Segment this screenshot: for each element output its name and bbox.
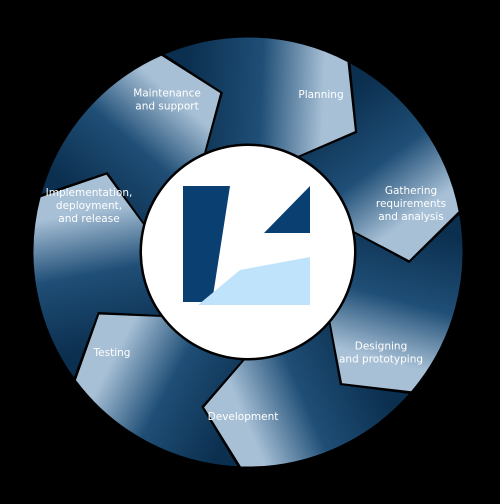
segment-label-line: and support <box>135 101 198 113</box>
segment-label-line: and prototyping <box>339 354 423 366</box>
logo-mark <box>183 186 310 305</box>
segment-maintenance <box>162 36 356 157</box>
segments-layer <box>32 36 464 468</box>
segment-implementation <box>40 54 222 225</box>
segment-label-line: Implementation, <box>46 187 133 199</box>
segment-planning <box>298 61 460 262</box>
segment-label-planning: Planning <box>298 89 343 101</box>
logo-left-shape <box>183 186 230 302</box>
segment-label-line: Maintenance <box>133 88 201 100</box>
segment-label-implementation: Implementation,deployment,and release <box>46 187 133 225</box>
segment-label-line: Planning <box>298 89 343 101</box>
logo-top-right-shape <box>264 186 310 233</box>
segment-label-testing: Testing <box>93 347 131 359</box>
segment-label-line: and analysis <box>378 211 444 223</box>
segment-gathering <box>329 212 464 393</box>
center-disc <box>142 146 354 358</box>
segment-label-development: Development <box>208 411 279 423</box>
segment-label-line: Testing <box>93 347 131 359</box>
segment-development <box>74 313 245 468</box>
segment-label-line: deployment, <box>56 200 122 212</box>
segment-designing <box>202 321 411 468</box>
segment-label-line: requirements <box>376 198 446 210</box>
segment-label-line: Designing <box>355 341 408 353</box>
logo-bottom-shape <box>198 257 310 305</box>
segment-testing <box>32 173 162 380</box>
segment-label-line: Gathering <box>385 185 437 197</box>
segment-label-line: Development <box>208 411 279 423</box>
segment-label-line: and release <box>58 213 119 225</box>
